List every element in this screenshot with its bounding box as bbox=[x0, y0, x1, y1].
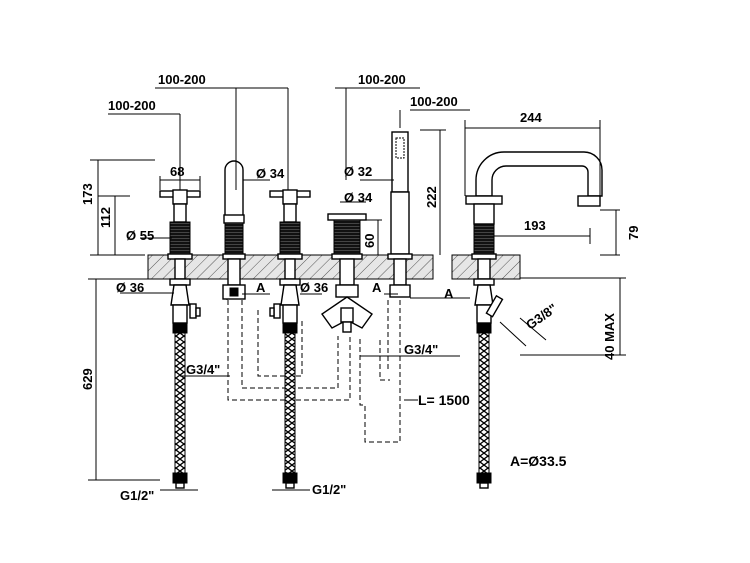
dim-diverter-height: 60 bbox=[362, 234, 377, 248]
dim-shower-head-dia: Ø 32 bbox=[344, 164, 372, 179]
dim-supply-left: G1/2" bbox=[120, 488, 154, 503]
dim-inlet-thread-left: G3/4" bbox=[186, 362, 220, 377]
dim-top-spacing-2: 100-200 bbox=[358, 72, 406, 87]
dim-spout-reach: 193 bbox=[524, 218, 546, 233]
dim-valve-body-dia: Ø 55 bbox=[126, 228, 154, 243]
dim-shank-dia-mid: Ø 36 bbox=[300, 280, 328, 295]
hole-label-1: A bbox=[256, 280, 266, 295]
dim-top-spacing-1: 100-200 bbox=[158, 72, 206, 87]
dim-spout-dia: Ø 34 bbox=[256, 166, 285, 181]
dimension-labels: 100-200 100-200 100-200 100-200 244 68 Ø… bbox=[80, 72, 641, 503]
dim-shank-dia-left: Ø 36 bbox=[116, 280, 144, 295]
dim-handle-width: 68 bbox=[170, 164, 184, 179]
dim-hose-length: L= 1500 bbox=[418, 392, 470, 408]
handshower bbox=[387, 131, 413, 298]
hidden-connections bbox=[226, 285, 401, 443]
dim-shower-reach: 244 bbox=[520, 110, 542, 125]
dim-outlet-thread: G3/8" bbox=[523, 300, 560, 332]
dim-supply-mid: G1/2" bbox=[312, 482, 346, 497]
dim-spout-height: 79 bbox=[626, 226, 641, 240]
dim-handshower-height: 222 bbox=[424, 186, 439, 208]
diverter bbox=[321, 213, 373, 333]
dim-height-valve: 112 bbox=[98, 207, 113, 228]
hole-label-2: A bbox=[372, 280, 382, 295]
dim-mid-spacing-2: 100-200 bbox=[410, 94, 458, 109]
dim-mid-spacing-1: 100-200 bbox=[108, 98, 156, 113]
hole-note: A=Ø33.5 bbox=[510, 453, 567, 469]
spout-body bbox=[222, 160, 246, 300]
dim-total-height: 629 bbox=[80, 368, 95, 390]
dim-deck-max: 40 MAX bbox=[602, 313, 617, 360]
dim-height-overall: 173 bbox=[80, 183, 95, 205]
spout-right bbox=[465, 151, 603, 489]
hole-label-3: A bbox=[444, 286, 454, 301]
dim-diverter-dia: Ø 34 bbox=[344, 190, 373, 205]
dimension-lines bbox=[88, 87, 626, 491]
valve-middle bbox=[269, 189, 311, 489]
dim-inlet-thread-mid: G3/4" bbox=[404, 342, 438, 357]
valve-left bbox=[159, 189, 201, 489]
